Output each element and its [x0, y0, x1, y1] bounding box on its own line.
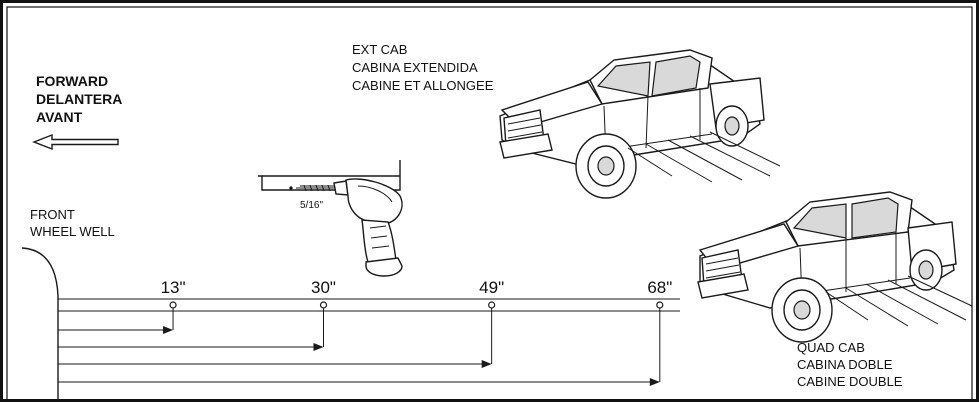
- hole-distance-label: 49": [479, 278, 504, 297]
- hole-distance-label: 30": [311, 278, 336, 297]
- ext-cab-label-en: EXT CAB: [352, 42, 407, 57]
- measurement-marks: 13" 30" 49" 68": [58, 278, 672, 386]
- ext-cab-label-es: CABINA EXTENDIDA: [352, 60, 478, 75]
- front-wheel-well-label-1: FRONT: [30, 207, 75, 222]
- inner-frame: [6, 6, 973, 402]
- front-wheel-well-label-2: WHEEL WELL: [30, 224, 115, 239]
- measurement-arrowhead: [313, 343, 324, 351]
- hole-marker: [169, 301, 177, 309]
- quad-cab-label-es: CABINA DOBLE: [797, 357, 893, 372]
- measurement-arrowhead: [649, 378, 660, 386]
- measurement-arrowhead: [481, 360, 492, 368]
- hole-marker: [319, 301, 328, 309]
- drill-size-label: 5/16": [300, 200, 323, 211]
- quad-cab-label-fr: CABINE DOUBLE: [797, 374, 903, 389]
- wheel-well-outline: [21, 247, 59, 400]
- pickup-truck-quad-cab-icon: [697, 191, 973, 343]
- hole-distance-label: 68": [647, 278, 672, 297]
- hole-distance-label: 13": [161, 278, 186, 297]
- measurement-arrowhead: [163, 326, 174, 334]
- forward-label-es: DELANTERA: [36, 91, 122, 107]
- hole-marker: [488, 301, 496, 309]
- power-drill-icon: [258, 160, 403, 277]
- left-arrow-icon: [32, 133, 119, 151]
- forward-label-en: FORWARD: [36, 73, 108, 89]
- hole-marker: [656, 301, 664, 309]
- quad-cab-label-en: QUAD CAB: [797, 340, 865, 355]
- forward-label-fr: AVANT: [36, 109, 83, 125]
- ext-cab-label-fr: CABINE ET ALLONGEE: [352, 78, 494, 93]
- pickup-truck-extended-cab-icon: [499, 49, 781, 199]
